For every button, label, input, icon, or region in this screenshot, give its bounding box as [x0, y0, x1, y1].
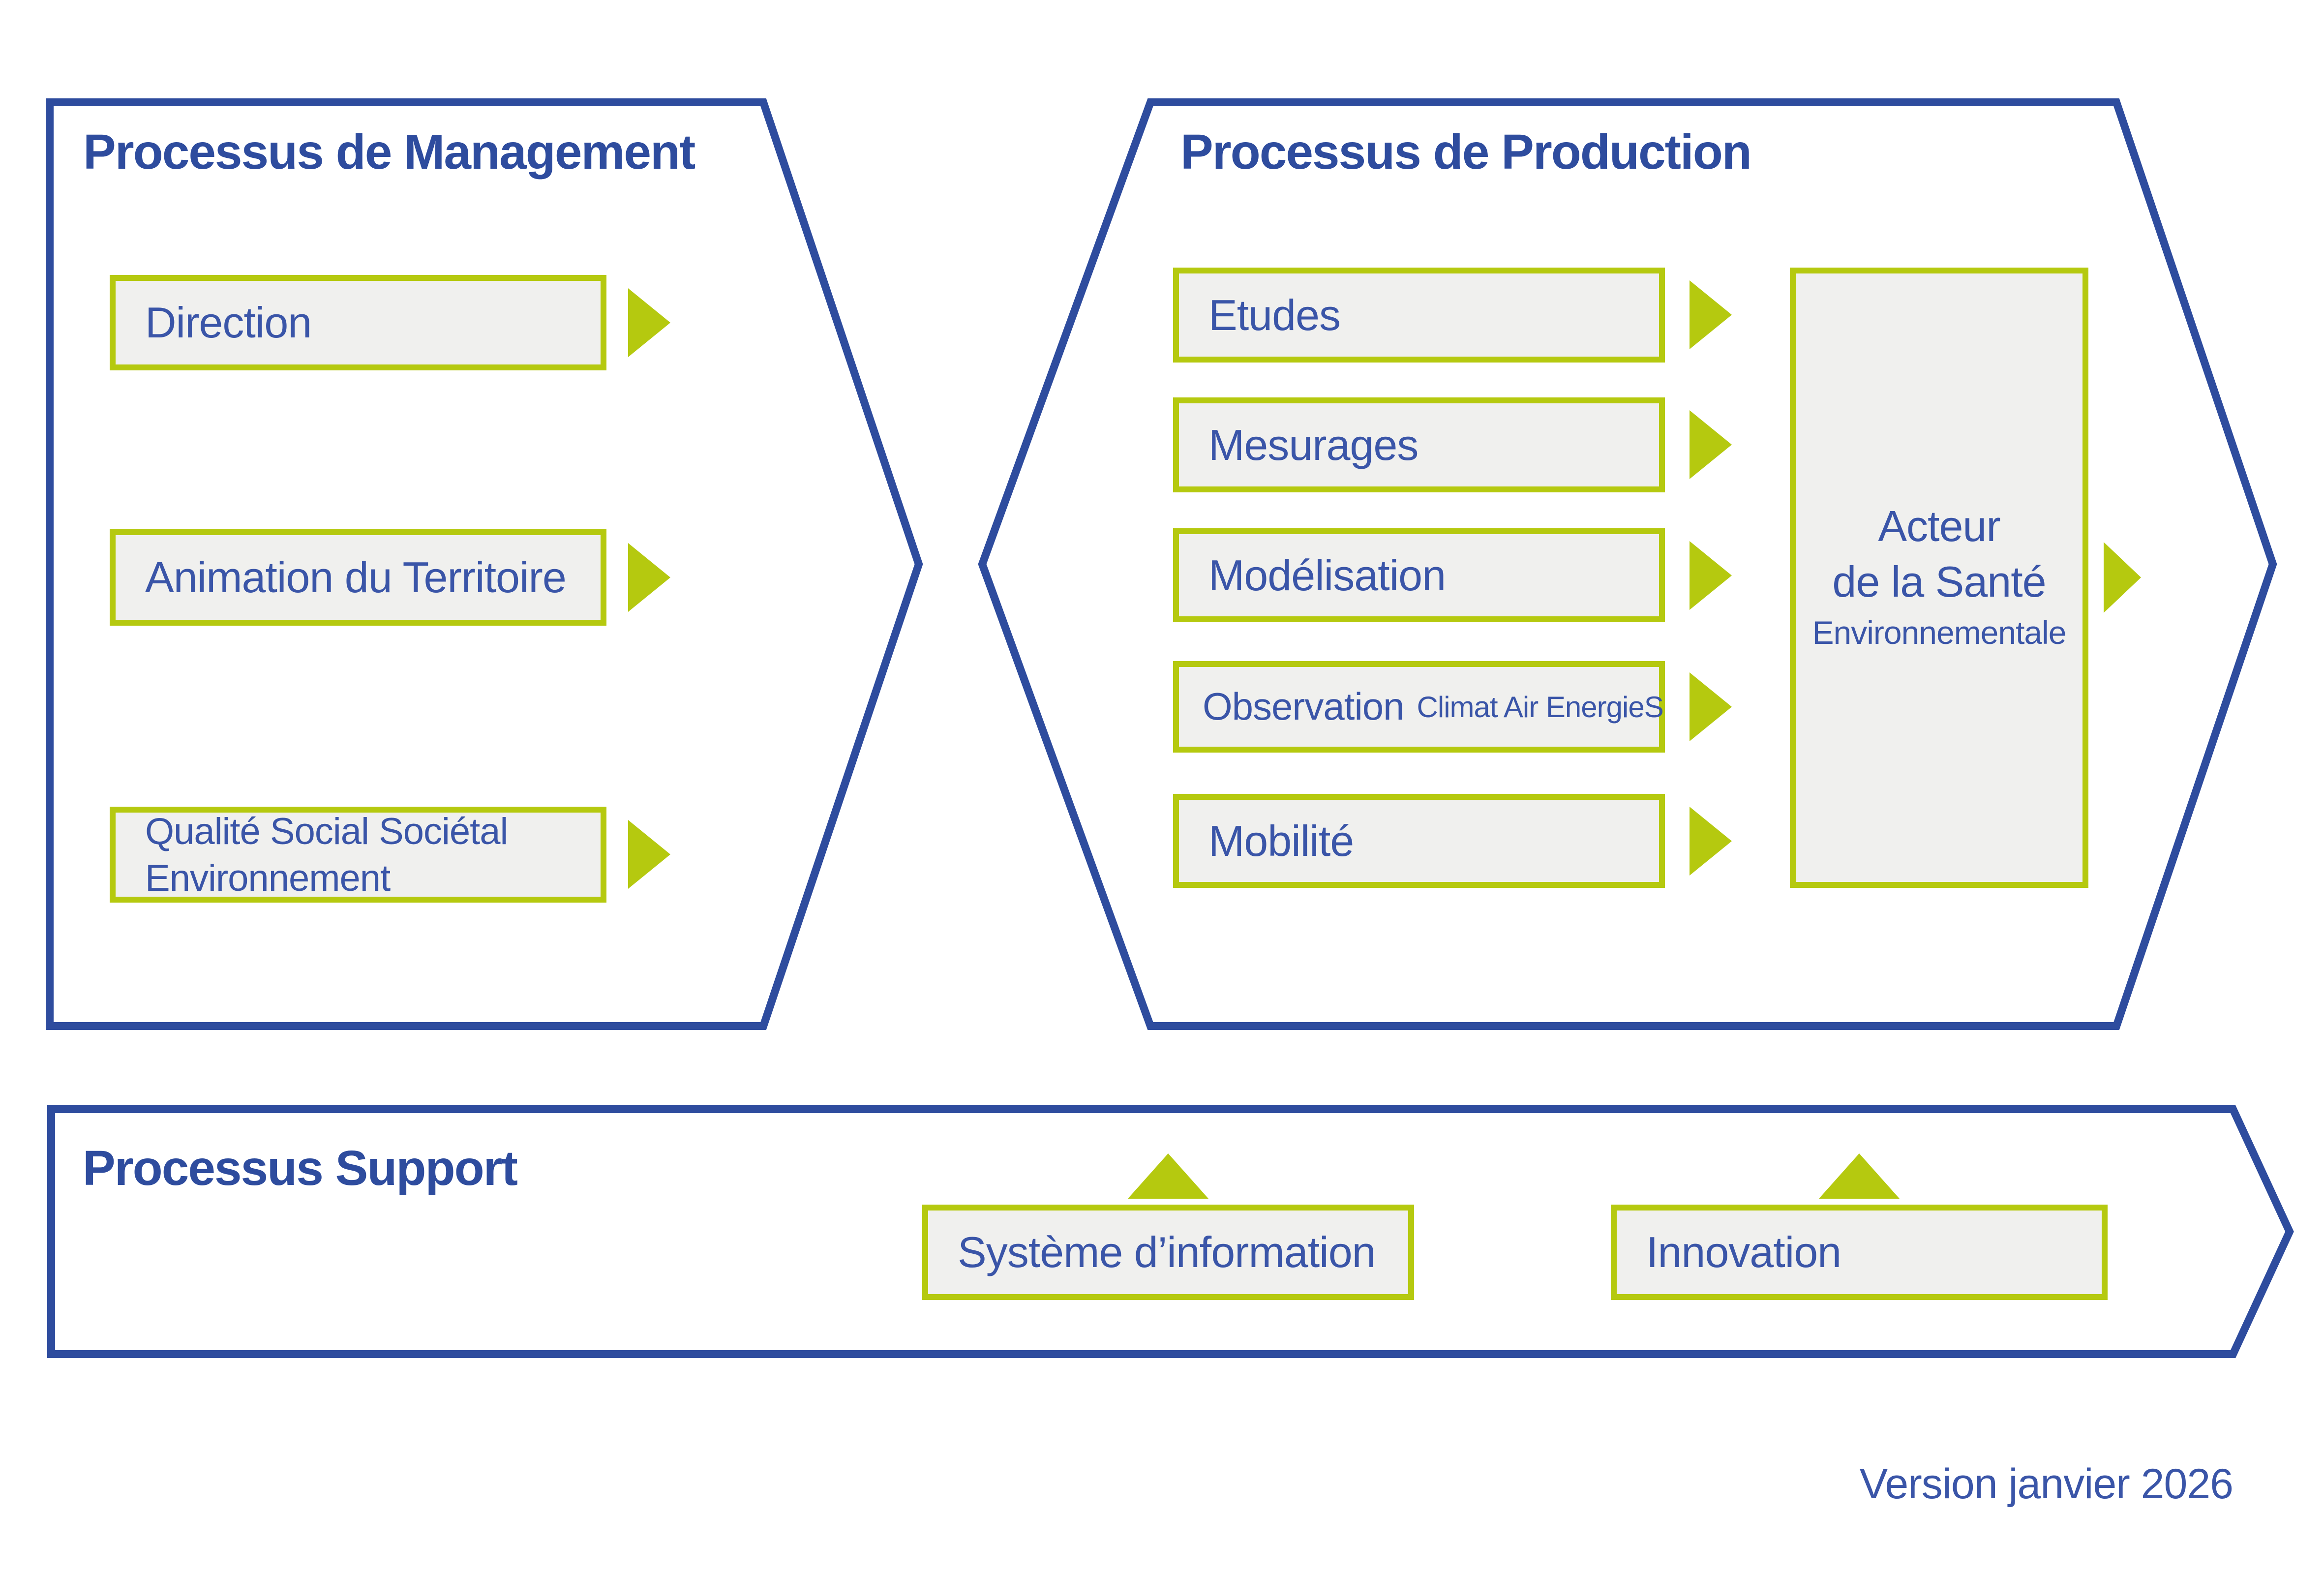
arrow-right-icon: [628, 543, 670, 612]
support-box-systeme-information: Système d’information: [922, 1205, 1414, 1300]
management-box-direction: Direction: [110, 275, 606, 370]
arrow-up-icon: [1819, 1153, 1900, 1199]
result-line: de la Santé: [1832, 557, 2046, 606]
arrow-right-icon: [2104, 542, 2141, 613]
arrow-right-icon: [1690, 280, 1732, 349]
box-label: Qualité Social Sociétal Environnement: [145, 810, 508, 899]
arrow-right-icon: [1690, 541, 1732, 610]
production-shape-outline: [978, 98, 2277, 1030]
arrow-right-icon: [628, 820, 670, 889]
box-label: Mesurages: [1208, 420, 1419, 469]
box-label: Innovation: [1646, 1228, 1841, 1276]
production-box-modelisation: Modélisation: [1173, 528, 1665, 622]
production-title: Processus de Production: [1180, 124, 1752, 180]
box-sublabel: Climat Air EnergieS: [1417, 690, 1664, 724]
management-title: Processus de Management: [83, 124, 695, 180]
box-label: Modélisation: [1208, 550, 1446, 600]
version-label: Version janvier 2026: [1859, 1460, 2233, 1508]
support-box-innovation: Innovation: [1611, 1205, 2108, 1300]
arrow-right-icon: [1690, 410, 1732, 479]
production-box-observation: Observation Climat Air EnergieS: [1173, 661, 1665, 753]
result-line: Acteur: [1878, 502, 2000, 551]
production-box-mobilite: Mobilité: [1173, 794, 1665, 888]
management-shape-outline: [46, 98, 923, 1030]
box-label: Animation du Territoire: [145, 553, 567, 602]
box-label: Observation: [1203, 685, 1405, 728]
box-label: Etudes: [1208, 290, 1341, 339]
box-label: Mobilité: [1208, 816, 1354, 865]
arrow-right-icon: [628, 288, 670, 357]
arrow-right-icon: [1690, 672, 1732, 741]
management-box-qualite: Qualité Social Sociétal Environnement: [110, 807, 606, 903]
arrow-up-icon: [1128, 1153, 1208, 1199]
production-box-mesurages: Mesurages: [1173, 397, 1665, 492]
result-line: Environnementale: [1812, 614, 2067, 651]
box-label: Direction: [145, 298, 312, 347]
arrow-right-icon: [1690, 807, 1732, 876]
production-box-etudes: Etudes: [1173, 268, 1665, 363]
support-title: Processus Support: [83, 1141, 518, 1196]
support-shape-outline: [47, 1105, 2294, 1358]
production-result-box-acteur-sante-environnementale: Acteur de la Santé Environnementale: [1790, 268, 2088, 888]
management-box-animation-territoire: Animation du Territoire: [110, 529, 606, 626]
box-label: Système d’information: [958, 1228, 1376, 1276]
